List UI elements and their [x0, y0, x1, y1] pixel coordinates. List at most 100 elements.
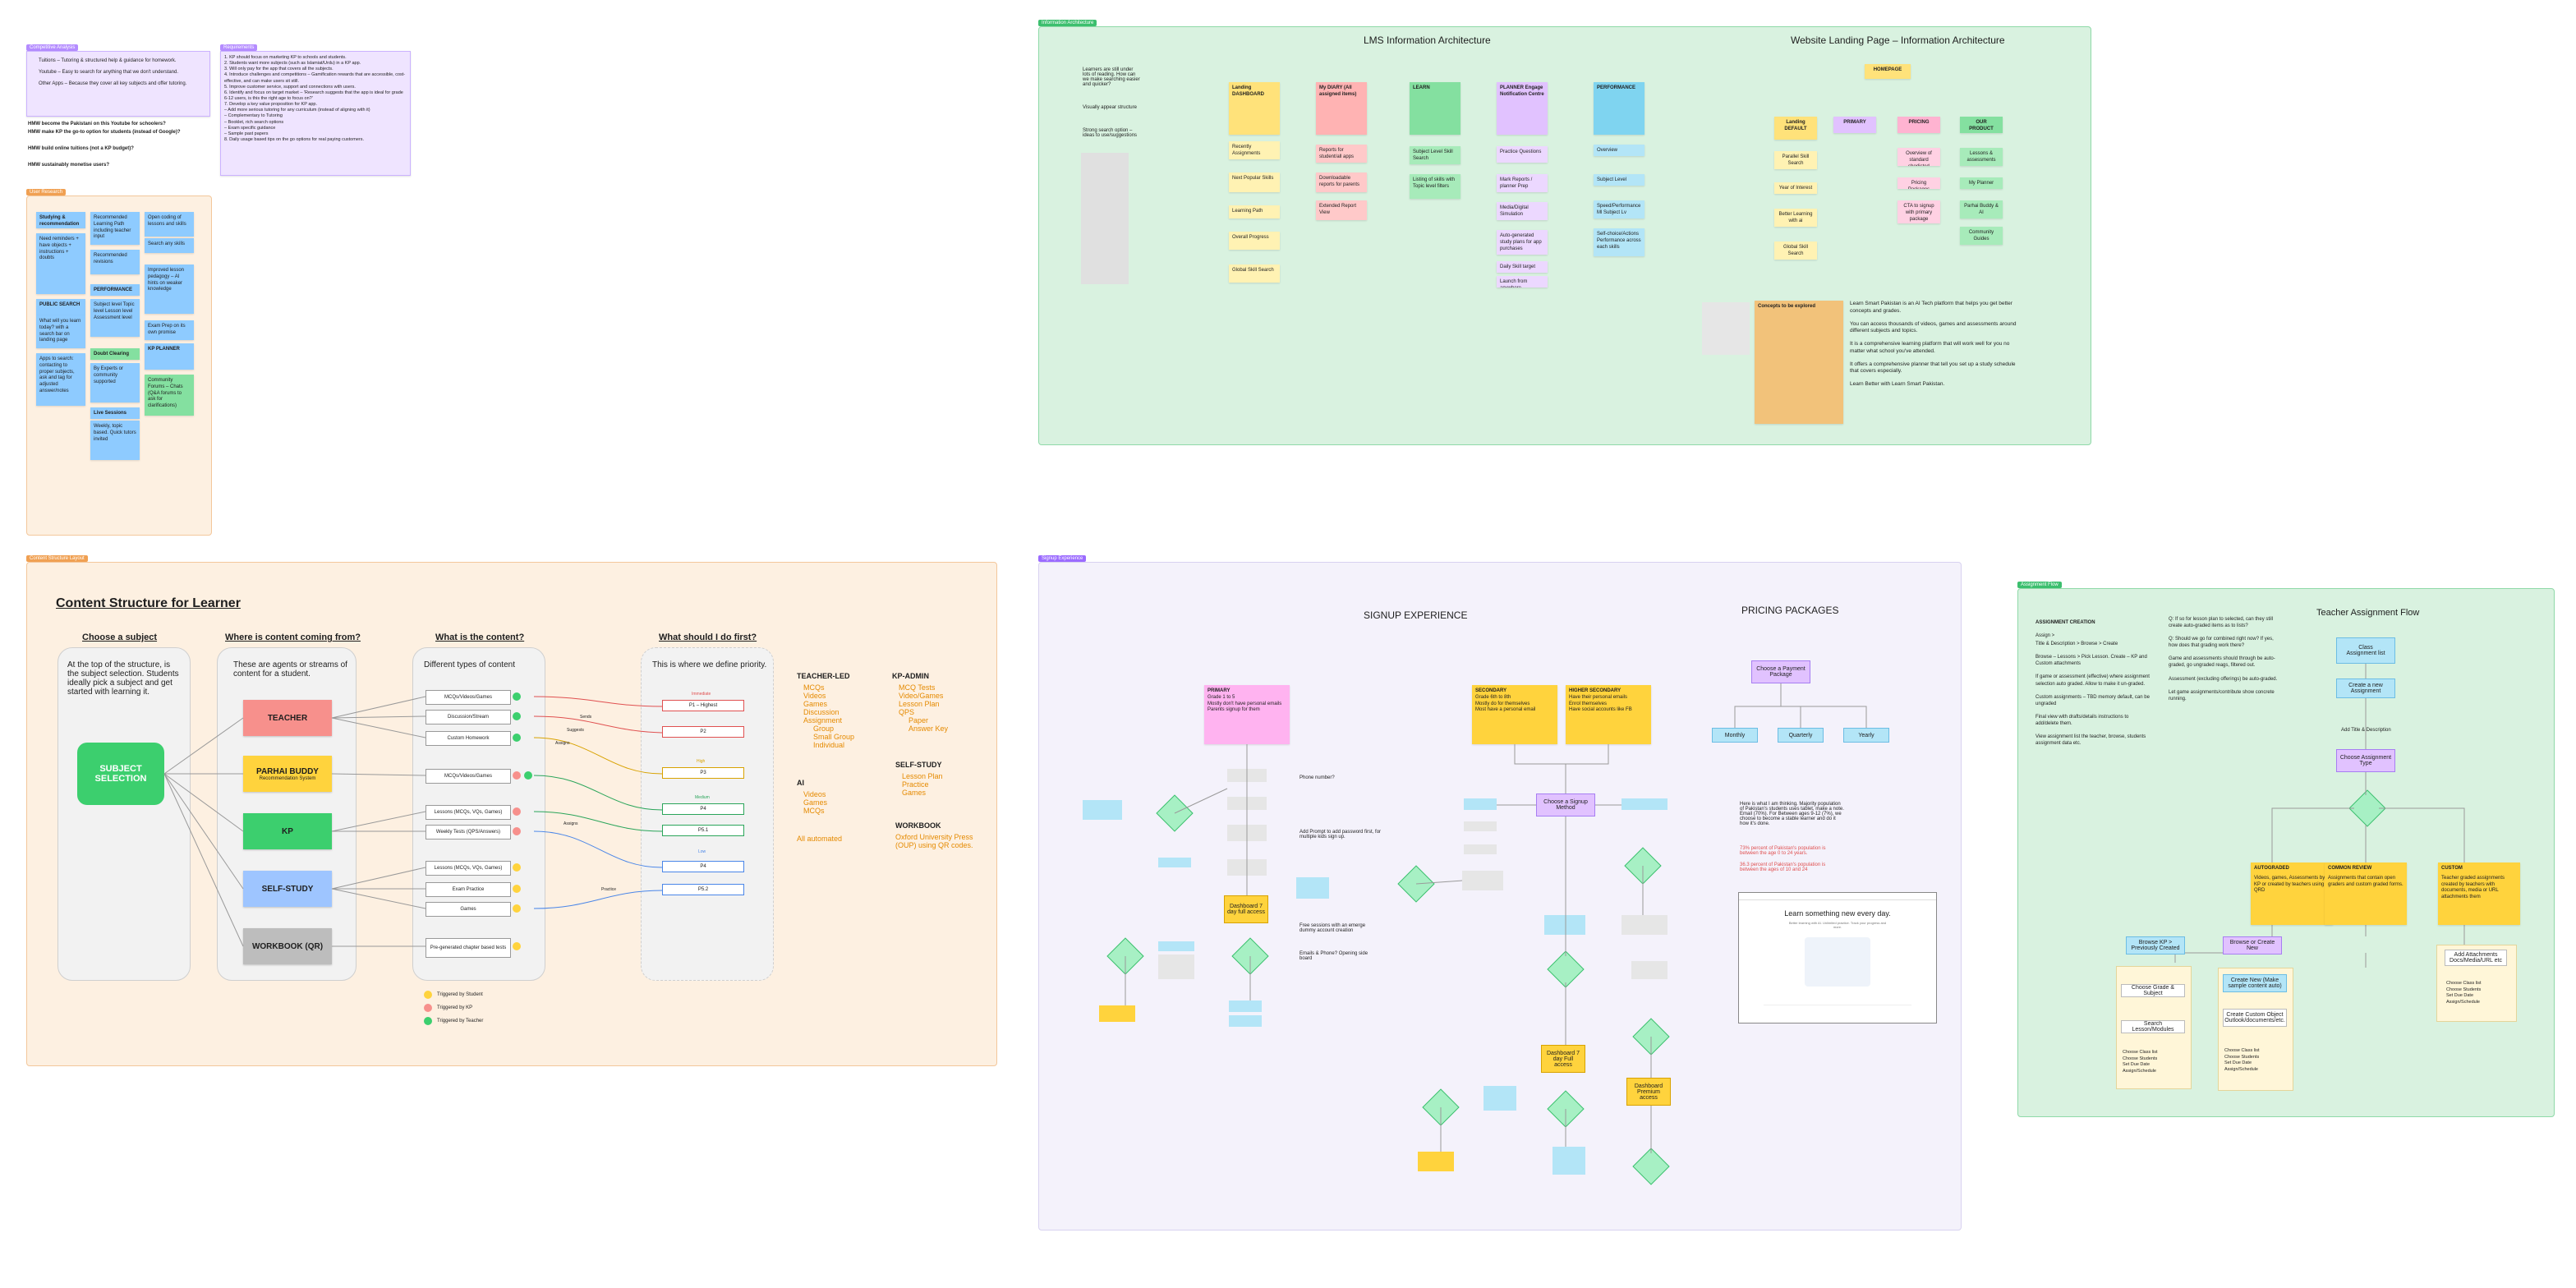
priority-item: P3 [662, 767, 744, 779]
requirements-tag: Requirements [220, 44, 258, 51]
package-node[interactable]: Quarterly [1778, 728, 1824, 743]
flow-step [1464, 821, 1497, 831]
subject-selection-button[interactable]: SUBJECT SELECTION [77, 743, 164, 805]
choose-grade-node[interactable]: Choose Grade & Subject [2121, 984, 2185, 997]
lms-col-head: PERFORMANCE [1594, 82, 1644, 135]
teacher-left-line: If game or assessment (effective) where … [2036, 674, 2150, 687]
content-item[interactable]: Custom Homework [426, 731, 511, 746]
concepts-head: Concepts to be explored [1758, 304, 1816, 309]
list-head: SELF-STUDY [895, 761, 942, 769]
class-node[interactable]: Class Assignment list [2336, 637, 2395, 664]
list-head: TEACHER-LED [797, 672, 850, 680]
lms-item: Listing of skills with Topic level filte… [1410, 174, 1460, 199]
create-custom-node[interactable]: Create Custom Object Outlook/documents/e… [2223, 1009, 2287, 1027]
flow-step [1544, 915, 1585, 935]
list-item: Games [902, 789, 927, 797]
legend-dot-teacher [424, 1017, 432, 1025]
content-item[interactable]: Games [426, 902, 511, 917]
choose-type-node[interactable]: Choose Assignment Type [2336, 749, 2395, 772]
source-kp[interactable]: KP [243, 813, 332, 849]
flow-step [1484, 1086, 1516, 1111]
web-item: Better Learning with ai [1774, 209, 1817, 227]
list-item: Answer Key [908, 724, 949, 733]
ia-paragraph: It offers a comprehensive planner that t… [1850, 361, 2016, 375]
choose-signup-node[interactable]: Choose a Signup Method [1536, 794, 1595, 816]
lms-item: Daily Skill target [1497, 261, 1548, 273]
note-line: Youtube – Easy to search for anything th… [39, 69, 179, 75]
flow-step [1462, 871, 1503, 890]
lms-item: Self-choice/Actions Performance across e… [1594, 228, 1644, 256]
common-review-checklist: Choose Class list Choose Students Set Du… [2224, 1048, 2260, 1074]
source-teacher[interactable]: TEACHER [243, 700, 332, 736]
create-new-node[interactable]: Create New (Make sample content auto) [2223, 974, 2287, 992]
req-line: 7. Develop a key value proposition for K… [224, 102, 318, 108]
dashboard-node[interactable]: Dashboard 7 day Full access [1541, 1045, 1585, 1073]
ia-grey-notes [1081, 153, 1129, 284]
trigger-dot-kp [513, 692, 521, 701]
content-item[interactable]: Discussion/Stream [426, 710, 511, 724]
dashboard-node[interactable]: Dashboard 7 day full access [1224, 895, 1268, 923]
content-item[interactable]: MCQs/Videos/Games [426, 690, 511, 705]
lms-item: Media/Digital Simulation [1497, 202, 1548, 220]
req-line: 8. Daily usage based tips on the go opti… [224, 136, 364, 142]
web-col-head: OUR PRODUCT [1960, 117, 2003, 133]
list-item: Lesson Plan [902, 772, 943, 780]
signup-title: SIGNUP EXPERIENCE [1364, 610, 1468, 621]
research-note: By Experts or community supported [90, 363, 140, 402]
list-workbook: WORKBOOK Oxford University Press (OUP) u… [895, 821, 978, 849]
flow-step [1296, 877, 1329, 899]
dashboard-node[interactable]: Dashboard Premium access [1626, 1078, 1671, 1106]
content-item[interactable]: Lessons (MCQs, VQs, Games) [426, 861, 511, 876]
persona-line: Most have a personal email [1475, 707, 1536, 713]
content-item[interactable]: Exam Practice [426, 882, 511, 897]
web-col-head: PRIMARY [1833, 117, 1876, 133]
content-item[interactable]: MCQs/Videos/Games [426, 769, 511, 784]
content-item[interactable]: Pre-generated chapter based tests [426, 938, 511, 958]
all-automated-label: All automated [797, 835, 843, 843]
source-workbook[interactable]: WORKBOOK (QR) [243, 928, 332, 964]
hmw-question: HMW build online tuitions (not a KP budg… [28, 146, 134, 151]
persona-primary: PRIMARY Grade 1 to 5 Mostly don't have p… [1204, 685, 1290, 744]
list-self-study: SELF-STUDY Lesson Plan Practice Games [895, 761, 943, 797]
source-self-study[interactable]: SELF-STUDY [243, 871, 332, 907]
req-line: 1. KP should focus on marketing KP to sc… [224, 55, 347, 60]
browse-create-node[interactable]: Browse or Create New [2223, 936, 2282, 954]
list-item: Discussion [803, 708, 840, 716]
type-text: Videos, games, Assessments by KP or crea… [2254, 875, 2325, 894]
choose-package-node[interactable]: Choose a Payment Package [1751, 660, 1810, 683]
list-item: QPS [899, 708, 915, 716]
search-lesson-node[interactable]: Search Lesson/Modules [2121, 1020, 2185, 1033]
concepts-grey-note [1702, 302, 1750, 355]
research-note: Recommended revisions [90, 250, 140, 274]
note-line: Tuitions – Tutoring & structured help & … [39, 58, 177, 63]
checklist-item: Choose Class list [2224, 1048, 2260, 1053]
browse-kp-node[interactable]: Browse KP > Previously Created [2126, 936, 2185, 954]
web-ia-title: Website Landing Page – Information Archi… [1791, 34, 2005, 46]
content-item[interactable]: Lessons (MCQs, VQs, Games) [426, 805, 511, 820]
checklist-item: Set Due Date [2224, 1060, 2252, 1066]
create-assignment-node[interactable]: Create a new Assignment [2336, 678, 2395, 698]
research-note: PERFORMANCE [90, 284, 140, 296]
lms-col-head: My DIARY (All assigned items) [1316, 82, 1367, 135]
flow-step [1083, 800, 1122, 820]
req-line: 5. Improve customer service, support and… [224, 84, 356, 90]
add-attachments-node[interactable]: Add Attachments Docs/Media/URL etc [2445, 950, 2507, 966]
research-note: Exam Prep on its own promise [145, 320, 194, 340]
content-item[interactable]: Weekly Tests (QPS/Answers) [426, 825, 511, 840]
stat-text: 73% percent of Pakistan's population is … [1740, 846, 1826, 856]
teacher-right-notes: Q: If so for lesson plan to selected, ca… [2169, 616, 2284, 702]
web-col-head: Landing DEFAULT [1774, 117, 1817, 140]
web-item: Parallel Skill Search [1774, 151, 1817, 169]
research-note: Improved lesson pedagogy – AI hints on w… [145, 264, 194, 314]
flow-step [1158, 954, 1194, 979]
lms-item: Practice Questions [1497, 146, 1548, 163]
list-item: Games [803, 798, 828, 807]
lms-col-head: LEARN [1410, 82, 1460, 135]
package-node[interactable]: Yearly [1843, 728, 1889, 743]
research-text: Here is what I am thinking. Majority pop… [1740, 802, 1844, 826]
list-teacher-led: TEACHER-LED MCQs Videos Games Discussion… [797, 672, 854, 749]
package-node[interactable]: Monthly [1712, 728, 1758, 743]
source-parhai-buddy[interactable]: PARHAI BUDDY Recommendation System [243, 756, 332, 792]
list-item: Games [803, 700, 828, 708]
